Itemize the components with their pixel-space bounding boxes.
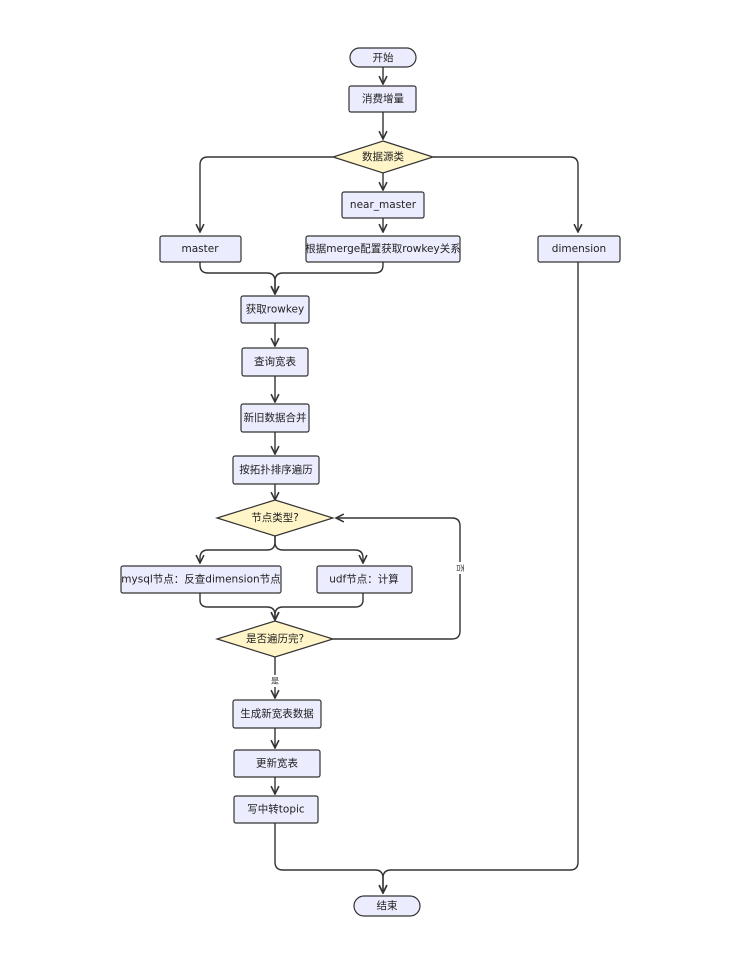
edge-label-no-text: 否 [456, 564, 465, 572]
node-consume-label: 消费增量 [362, 92, 404, 105]
edge-mysql-traverse [199, 593, 275, 620]
node-gen-data-label: 生成新宽表数据 [240, 707, 314, 720]
node-topo-traverse: 按拓扑排序遍历 [232, 455, 320, 485]
node-topo-traverse-label: 按拓扑排序遍历 [239, 463, 313, 476]
node-traverse-done-label: 是否遍历完? [246, 632, 304, 645]
node-update-wide: 更新宽表 [233, 749, 321, 778]
edge-traverse-no-loop [333, 518, 461, 640]
node-query-wide: 查询宽表 [241, 347, 309, 377]
node-near-master: near_master [341, 191, 425, 219]
node-udf-label: udf节点：计算 [329, 573, 399, 586]
node-datasource: 数据源类 [331, 140, 435, 174]
edges [200, 67, 578, 893]
node-merge-config: 根据merge配置获取rowkey关系 [305, 235, 461, 263]
node-write-topic-label: 写中转topic [247, 803, 305, 816]
edge-udf-traverse [275, 593, 364, 620]
edge-nodetype-udf [274, 536, 363, 563]
node-node-type-label: 节点类型? [251, 511, 299, 524]
edge-dimension-end [383, 262, 579, 893]
edge-mergeconfig-getrowkey [275, 262, 384, 294]
node-end-label: 结束 [377, 899, 398, 912]
edge-label-yes: 是 [269, 675, 281, 687]
edge-datasource-master [200, 156, 333, 232]
node-update-wide-label: 更新宽表 [256, 757, 298, 770]
node-consume: 消费增量 [348, 85, 417, 113]
node-mysql-label: mysql节点：反查dimension节点 [121, 573, 280, 586]
node-merge-data-label: 新旧数据合并 [244, 411, 307, 424]
node-near-master-label: near_master [350, 199, 417, 211]
node-gen-data: 生成新宽表数据 [232, 699, 322, 729]
node-merge-data: 新旧数据合并 [240, 403, 310, 433]
node-datasource-label: 数据源类 [362, 150, 404, 163]
node-query-wide-label: 查询宽表 [254, 355, 296, 368]
node-get-rowkey-label: 获取rowkey [246, 304, 304, 316]
node-master-label: master [181, 243, 219, 255]
node-merge-config-label: 根据merge配置获取rowkey关系 [305, 242, 460, 255]
node-end: 结束 [353, 895, 421, 917]
edge-nodetype-mysql [200, 536, 276, 563]
node-udf: udf节点：计算 [316, 565, 413, 594]
edge-datasource-dimension [433, 156, 578, 232]
node-get-rowkey: 获取rowkey [240, 295, 310, 324]
node-master: master [159, 235, 242, 263]
node-traverse-done: 是否遍历完? [214, 620, 336, 658]
node-start: 开始 [349, 47, 417, 68]
edge-label-no: 否 [454, 562, 466, 574]
edge-master-getrowkey [199, 262, 275, 294]
node-dimension: dimension [537, 235, 621, 263]
edge-writetopic-end [274, 823, 383, 893]
edge-label-yes-text: 是 [271, 677, 279, 686]
node-node-type: 节点类型? [214, 499, 336, 537]
node-dimension-label: dimension [552, 243, 606, 255]
node-mysql: mysql节点：反查dimension节点 [120, 565, 282, 594]
node-start-label: 开始 [373, 51, 394, 64]
node-write-topic: 写中转topic [233, 795, 319, 824]
